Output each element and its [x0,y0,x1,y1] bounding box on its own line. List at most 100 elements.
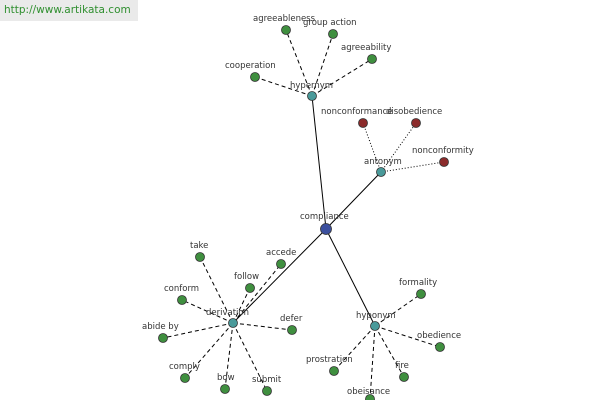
node-nonconformity[interactable]: nonconformity [412,146,474,167]
node-follow[interactable]: follow [234,272,259,293]
node-dot-obedience[interactable] [435,342,445,352]
node-label-hypernym: hypernym [290,81,333,91]
node-obeisance[interactable]: obeisance [347,387,390,400]
node-label-cooperation: cooperation [225,61,276,71]
node-label-defer: defer [280,314,303,324]
node-abide-by[interactable]: abide by [142,322,179,343]
node-dot-derivation[interactable] [228,318,238,328]
edge-hyponym-to-formality [374,293,422,327]
node-label-obeisance: obeisance [347,387,390,397]
node-dot-antonym[interactable] [376,167,386,177]
node-nonconformance[interactable]: nonconformance [321,107,393,128]
node-label-accede: accede [266,248,296,258]
node-dot-compliance[interactable] [320,223,332,235]
node-label-nonconformity: nonconformity [412,146,474,156]
node-label-compliance: compliance [300,212,349,222]
edge-derivation-to-conform [181,299,234,324]
edge-hypernym-to-agreeableness [285,29,313,97]
edge-hypernym-to-group-action [311,33,334,97]
edges-layer [162,29,445,400]
node-label-submit: submit [252,375,282,385]
node-dot-comply[interactable] [180,373,190,383]
node-hyponym[interactable]: hyponym [356,311,396,331]
node-label-agreeability: agreeability [341,43,391,53]
node-agreeability[interactable]: agreeability [341,43,391,64]
node-antonym[interactable]: antonym [364,157,402,177]
edge-hyponym-to-prostration [333,325,376,372]
edge-compliance-to-antonym [325,171,382,230]
node-dot-agreeableness[interactable] [281,25,291,35]
node-dot-obeisance[interactable] [365,394,375,400]
nodes-layer: compliance hypernym antonym derivation hypon… [142,14,474,400]
node-dot-hyponym[interactable] [370,321,380,331]
node-obedience[interactable]: obedience [417,331,461,352]
node-dot-accede[interactable] [276,259,286,269]
node-dot-take[interactable] [195,252,205,262]
node-defer[interactable]: defer [280,314,303,335]
node-dot-nonconformity[interactable] [439,157,449,167]
node-dot-hypernym[interactable] [307,91,317,101]
edge-derivation-to-abide-by [162,322,234,339]
edge-antonym-to-disobedience [380,122,417,173]
node-label-take: take [190,241,208,251]
edge-compliance-to-derivation [232,228,327,324]
edge-compliance-to-hypernym [311,95,327,230]
node-dot-nonconformance[interactable] [358,118,368,128]
node-conform[interactable]: conform [164,284,199,305]
node-cooperation[interactable]: cooperation [225,61,276,82]
node-dot-bow[interactable] [220,384,230,394]
node-label-prostration: prostration [306,355,353,365]
edge-derivation-to-take [199,256,234,324]
edge-hyponym-to-fire [374,325,405,378]
node-label-fire: fire [395,361,409,371]
node-label-group-action: group action [303,18,357,28]
node-formality[interactable]: formality [399,278,437,299]
node-label-agreeableness: agreeableness [253,14,316,24]
node-dot-submit[interactable] [262,386,272,396]
node-group-action[interactable]: group action [303,18,357,39]
node-label-obedience: obedience [417,331,461,341]
node-label-comply: comply [169,362,200,372]
edge-hyponym-to-obeisance [369,325,376,400]
edge-hypernym-to-agreeability [311,58,373,97]
node-label-nonconformance: nonconformance [321,107,393,117]
node-dot-abide-by[interactable] [158,333,168,343]
site-watermark: http://www.artikata.com [0,0,138,21]
node-submit[interactable]: submit [252,375,282,396]
edge-derivation-to-submit [232,322,268,392]
node-label-disobedience: disobedience [386,107,442,117]
node-derivation[interactable]: derivation [206,308,249,328]
node-dot-formality[interactable] [416,289,426,299]
node-dot-fire[interactable] [399,372,409,382]
edge-compliance-to-hyponym [325,228,376,327]
node-dot-defer[interactable] [287,325,297,335]
node-comply[interactable]: comply [169,362,200,383]
node-label-antonym: antonym [364,157,402,167]
node-dot-disobedience[interactable] [411,118,421,128]
node-fire[interactable]: fire [395,361,409,382]
node-dot-cooperation[interactable] [250,72,260,82]
node-agreeableness[interactable]: agreeableness [253,14,316,35]
node-compliance[interactable]: compliance [300,212,349,235]
node-label-derivation: derivation [206,308,249,318]
node-dot-prostration[interactable] [329,366,339,376]
node-hypernym[interactable]: hypernym [290,81,333,101]
node-bow[interactable]: bow [217,373,235,394]
node-label-formality: formality [399,278,437,288]
node-label-conform: conform [164,284,199,294]
node-disobedience[interactable]: disobedience [386,107,442,128]
node-label-hyponym: hyponym [356,311,396,321]
node-take[interactable]: take [190,241,208,262]
node-dot-conform[interactable] [177,295,187,305]
node-accede[interactable]: accede [266,248,296,269]
node-prostration[interactable]: prostration [306,355,353,376]
node-dot-agreeability[interactable] [367,54,377,64]
node-label-follow: follow [234,272,259,282]
node-label-abide-by: abide by [142,322,179,332]
edge-derivation-to-defer [232,322,293,331]
edge-derivation-to-comply [184,322,234,379]
node-dot-follow[interactable] [245,283,255,293]
node-label-bow: bow [217,373,235,383]
node-dot-group-action[interactable] [328,29,338,39]
